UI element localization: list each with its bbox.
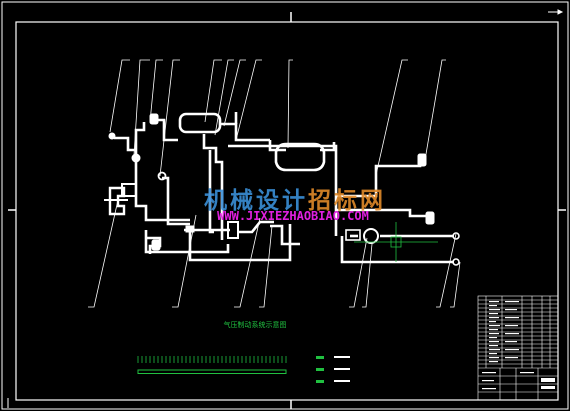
watermark-url: WWW.JIXIEZHAOBIAO.COM	[217, 209, 369, 223]
leader-lines-top	[109, 59, 446, 177]
watermark-brand-part1: 机械设计	[204, 188, 308, 214]
watermark-brand-part2: 招标网	[308, 188, 386, 214]
title-block-marks	[482, 301, 555, 390]
air-pipelines	[114, 112, 454, 264]
legend-notes	[137, 356, 350, 383]
cad-crosshair	[354, 222, 438, 262]
components	[104, 113, 460, 266]
corner-marks	[7, 9, 564, 408]
centering-marks	[8, 12, 566, 409]
watermark-brand: 机械设计招标网	[190, 181, 400, 215]
drawing-frame	[15, 21, 559, 401]
title-block	[477, 295, 559, 401]
drawing-title: 气压制动系统示意图	[223, 321, 287, 329]
